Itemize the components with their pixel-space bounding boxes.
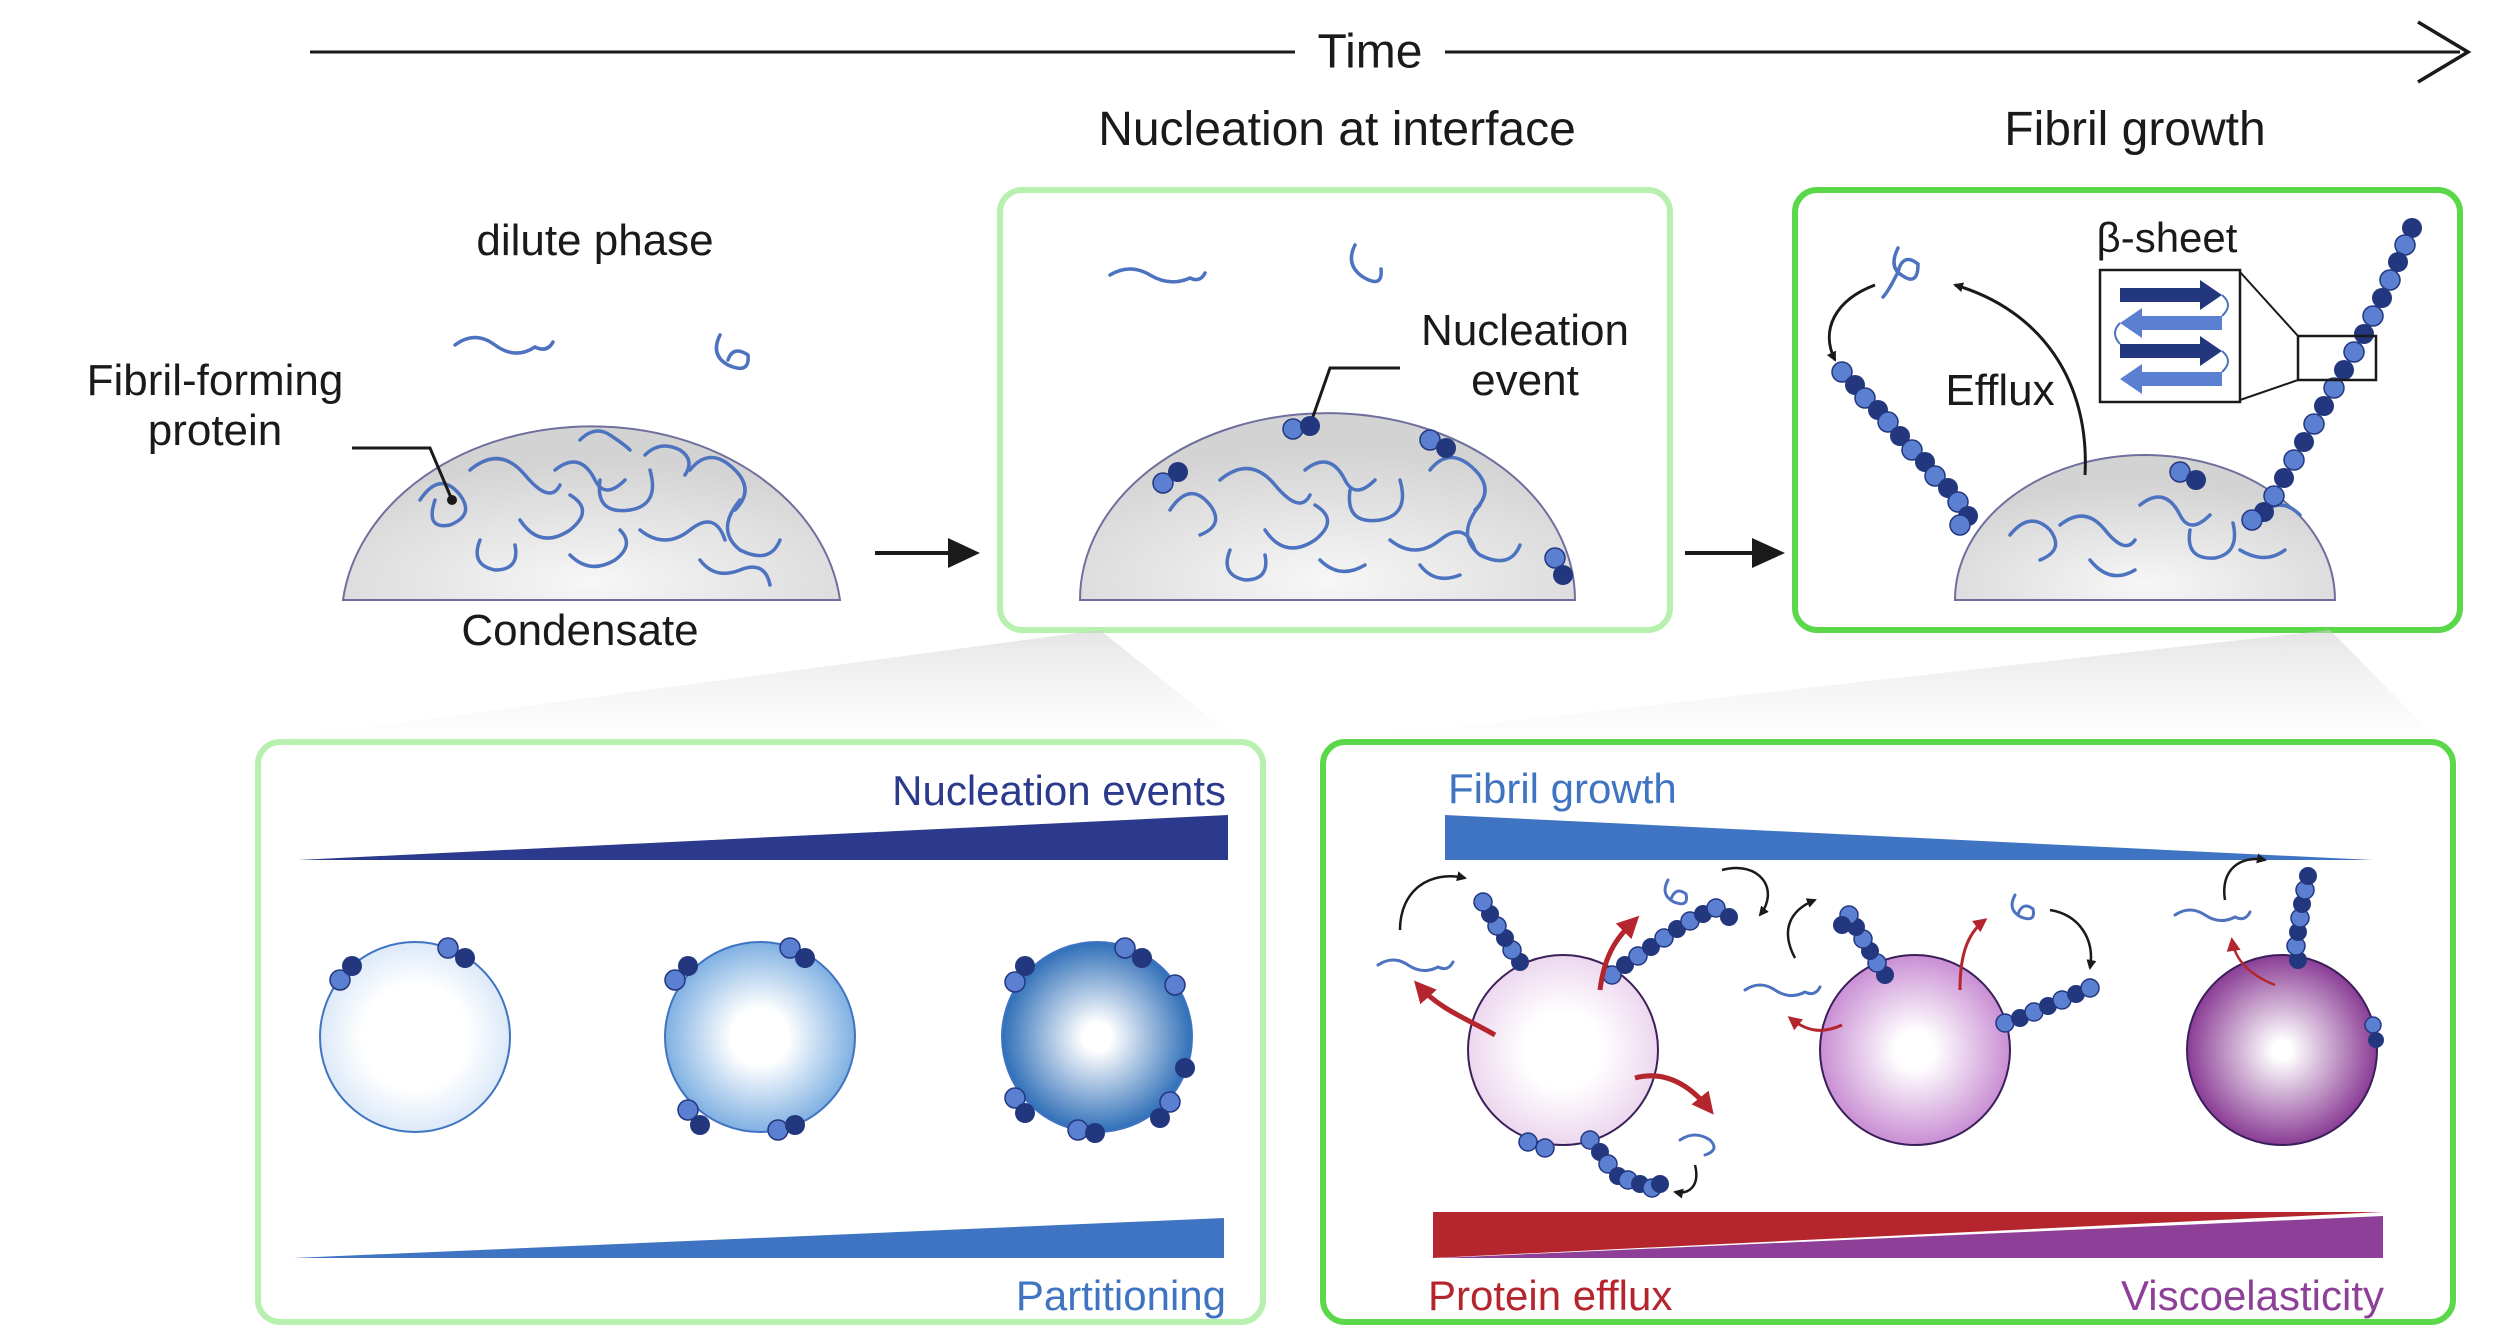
droplet2-fibril-right: [1995, 978, 2100, 1033]
protein-efflux-wedge: [1433, 1212, 2383, 1258]
droplet1-fibril-down: [1518, 1130, 1669, 1198]
condensate-label: Condensate: [461, 606, 698, 655]
condensate-protein-chains: [418, 333, 782, 587]
panel-growth: Efflux: [1792, 187, 2463, 633]
viscoelasticity-label: Viscoelasticity: [2121, 1272, 2384, 1319]
zoom-wedge-right: [1320, 630, 2440, 742]
droplet-mid-partition: [664, 937, 856, 1141]
transition-arrow-1: [875, 538, 980, 568]
beta-sheet-inset: [2098, 268, 2378, 404]
growth-bead: [2186, 470, 2206, 490]
panel-nucleation: Nucleation event: [997, 187, 1673, 633]
fibril-growth-label: Fibril growth: [1448, 765, 1677, 812]
nucleation-event-line2: event: [1471, 356, 1579, 405]
droplet-low-viscoelastic: [1376, 866, 1770, 1199]
nucleation-events-label: Nucleation events: [892, 767, 1226, 814]
nucleation-event-leader: [1308, 366, 1400, 426]
protein-leader-line: [352, 446, 454, 501]
droplet3-free-chains: [2173, 908, 2252, 922]
droplet3-fibril-up: [2286, 867, 2317, 969]
nucleation-event-line1: Nucleation: [1421, 306, 1629, 355]
droplet1-fibril-up-right: [1602, 898, 1738, 985]
nucleation-panel-title: Nucleation at interface: [1098, 103, 1576, 156]
nucleation-events-wedge: [298, 815, 1228, 860]
protein-leader-dot: [447, 495, 457, 505]
zoom-wedge-left: [255, 630, 1240, 742]
droplet1-fibril-up-left: [1473, 892, 1529, 971]
fibril-growth-wedge: [1445, 815, 2373, 860]
detail-left-panel: Nucleation events Partitioning: [255, 739, 1266, 1325]
efflux-arrow-red: [1634, 1073, 1714, 1115]
efflux-label: Efflux: [1945, 366, 2054, 415]
droplet-low-partition: [319, 937, 511, 1133]
dilute-phase-label: dilute phase: [476, 216, 713, 265]
beta-sheet-zoom-box: [2296, 334, 2378, 382]
partitioning-wedge: [293, 1218, 1224, 1258]
beta-sheet-label: β-sheet: [2097, 214, 2238, 261]
protein-label-line1: Fibril-forming: [87, 356, 344, 405]
droplet-high-partition: [1001, 937, 1195, 1143]
growth-fibril-right: [2241, 218, 2422, 531]
nucleation-protein-chains: [1108, 243, 1522, 582]
growth-fibril-left: [1831, 361, 1978, 536]
partitioning-label: Partitioning: [1016, 1272, 1226, 1319]
nucleation-beads: [1152, 416, 1573, 585]
droplet2-fibril-up: [1833, 905, 1894, 984]
droplet2-free-chains: [1743, 893, 2035, 997]
droplet-high-viscoelastic: [2173, 853, 2384, 1146]
time-arrowhead: [2417, 20, 2472, 84]
detail-right-panel: Fibril growth Protein efflux Viscoelasti…: [1320, 739, 2456, 1325]
growth-panel-title: Fibril growth: [2004, 103, 2265, 156]
protein-label-line2: protein: [148, 406, 283, 455]
efflux-arrow-red: [1597, 915, 1640, 991]
growth-droplet: [1953, 454, 2337, 601]
reentry-arrow: [1826, 283, 1876, 362]
transition-arrow-2: [1685, 538, 1785, 568]
efflux-arrow: [1953, 282, 2087, 476]
droplet1-free-chains: [1376, 878, 1716, 1157]
efflux-arrow-red: [1414, 980, 1497, 1038]
droplet-mid-viscoelastic: [1743, 893, 2100, 1146]
nucleation-droplet: [1078, 412, 1577, 601]
growth-protein-chains: [1881, 246, 2302, 578]
protein-efflux-label: Protein efflux: [1428, 1272, 1672, 1319]
time-label: Time: [1318, 26, 1423, 79]
condensate-droplet: [341, 425, 842, 601]
panel-condensate: dilute phase Fibril-forming protein Cond…: [87, 216, 842, 655]
time-axis: Time: [310, 20, 2472, 84]
viscoelasticity-wedge: [1440, 1216, 2383, 1258]
